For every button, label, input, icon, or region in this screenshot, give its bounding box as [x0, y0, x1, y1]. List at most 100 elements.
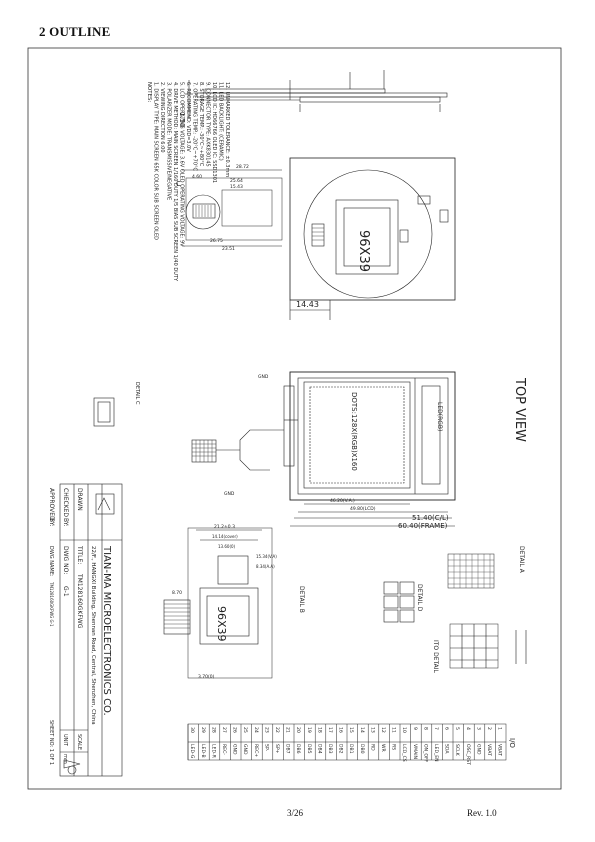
dim-13-60: 13.60(0)	[218, 544, 236, 549]
dim-8-34: 8.34(A.A)	[256, 564, 275, 569]
pin-number: 8	[422, 727, 428, 730]
dim-15-43: 15.43	[230, 184, 243, 190]
pin-number: 29	[200, 727, 206, 733]
pin-name: ON_OFF	[422, 744, 428, 763]
pin-name: SDA	[444, 744, 450, 754]
pin-number: 5	[454, 727, 460, 730]
pin-name: SCLK	[454, 744, 460, 757]
dim-23-51: 23.51	[222, 246, 235, 252]
pin-number: 7	[433, 727, 439, 730]
pin-name: WR	[380, 744, 386, 753]
dwg-no-label: DWG NO:	[62, 546, 69, 574]
pin-name: LED-G	[189, 744, 195, 759]
note-line: 12. UNMARKED TOLERANCE: ±0.3mm	[224, 82, 230, 177]
dwg-name-value: TM128160GKFWG G-1	[49, 581, 54, 627]
pin-number: 14	[359, 727, 365, 733]
pin-number: 15	[348, 727, 354, 733]
dim-14-14: 14.14(cover)	[212, 534, 238, 539]
title-block: TIAN-MA MICROELECTRONICS CO. 22/F., HANG…	[48, 483, 123, 777]
dim-26-75: 26.75	[210, 238, 223, 244]
detail-a-title: DETAIL A	[518, 546, 525, 574]
detail-c-callout: C	[176, 180, 181, 188]
pin-number: 11	[391, 727, 397, 733]
pin-name: LCD_CS	[401, 744, 407, 762]
pin-number: 24	[253, 727, 259, 733]
pin-number: 3	[475, 727, 481, 730]
pin-name: LED-R	[210, 744, 216, 759]
gnd-label: GND	[258, 374, 269, 380]
revision: Rev. 1.0	[467, 808, 497, 818]
led-label: LED(RGB)	[436, 402, 443, 431]
approved-by: BY:	[48, 518, 55, 527]
pin-number: 30	[189, 727, 195, 733]
dwg-name-label: DWG NAME:	[48, 546, 54, 577]
note-line: 6. RECOMMEND: VDD=3.0V	[185, 82, 191, 152]
detail-c-title: DETAIL C	[134, 382, 140, 405]
dim-8-70: 8.70	[172, 590, 182, 596]
pin-number: 28	[210, 727, 216, 733]
pin-name: DB3	[327, 744, 333, 754]
company-address: 22/F., HANGXI Building, Shennan Road, Ce…	[90, 546, 96, 725]
pin-number: 2	[486, 727, 492, 730]
detail-d: DETAIL D	[383, 581, 423, 623]
pin-number: 18	[316, 727, 322, 733]
dim-14-43: 14.43	[296, 300, 319, 309]
pin-number: 22	[274, 727, 280, 733]
pin-name: DB7	[285, 744, 291, 754]
pin-name: SP+	[274, 744, 280, 754]
top-view: TOP VIEW DOTS:128X(RGB)X160 LED(RGB) GND…	[191, 371, 527, 530]
pin-number: 10	[401, 727, 407, 733]
pin-name: DB6	[295, 744, 301, 754]
gnd-label-2: GND	[224, 491, 235, 497]
pin-name: DB4	[316, 744, 322, 754]
pin-table-header: I/O	[508, 738, 516, 748]
notes-title: NOTES:	[146, 82, 152, 102]
note-line: 10. LCD IC: HD66766 OLED IC: SSD1301	[211, 82, 217, 183]
title-label: TITLE:	[76, 545, 83, 564]
dim-51-40: 51.40(C/L)	[412, 514, 449, 522]
note-line: 7. OPERATING TEMP.: -20°C~+70°C	[192, 82, 198, 172]
unit-label: UNIT	[62, 734, 68, 747]
note-line: 9. CONNECTOR TYPE: AXK830145	[205, 82, 211, 167]
sheet-number: SHEET NO: 1 OF 1	[48, 720, 54, 765]
detail-b: 21.2±0.3 14.14(cover) 13.60(0) 15.34(V.A…	[163, 524, 305, 680]
pin-number: 27	[221, 727, 227, 733]
note-line: 3. POLARIZER MODE: TRANSMISSIVE/NEGATIVE	[166, 82, 172, 200]
pin-name: VBAT	[497, 744, 503, 756]
note-line: 2. VIEWING DIRECTION 6:00	[159, 82, 165, 153]
back-view: 14.43 96X39	[289, 157, 456, 320]
checked-label: CHECKED	[62, 488, 69, 517]
pin-name: REC-	[221, 744, 227, 755]
pin-number: 23	[263, 727, 269, 733]
pin-name: LED-B	[200, 744, 206, 758]
main-screen-label: DOTS:128X(RGB)X160	[350, 392, 358, 471]
pin-number: 12	[380, 727, 386, 733]
dim-side-thickness: 1.50	[178, 112, 186, 128]
pin-name: GND	[232, 744, 238, 755]
note-line: 11. LED BACKLIGHT: (CERAMIC)	[218, 82, 224, 161]
company-name: TIAN-MA MICROELECTRONICS CO.	[101, 545, 112, 716]
pin-name: DB0	[359, 744, 365, 754]
pin-name: VMAIN	[412, 744, 418, 759]
detail-c: C 28.72 25.64 15.43 4.60 26.75 23.51	[176, 164, 283, 252]
dim-25-64: 25.64	[230, 178, 243, 184]
dim-4-60: 4.60	[192, 174, 202, 180]
drawn-label: DRAWN	[76, 488, 83, 511]
pin-name: OSC_RST	[465, 744, 471, 765]
note-line: 8. STORAGE TEMP.: -30°C~+80°C	[198, 82, 204, 167]
pin-number: 16	[338, 727, 344, 733]
pin-name: DB2	[338, 744, 344, 754]
pin-number: 19	[306, 727, 312, 733]
note-line: 1. DISPLAY TYPE: MAIN SCREEN 65K COLOR S…	[153, 82, 159, 240]
pin-name: REC+	[253, 744, 259, 757]
pin-number: 6	[444, 727, 450, 730]
pin-table: 1VBAT2VBAT3GND4OSC_RST5SCLK6SDA7LED_EN8O…	[187, 723, 516, 765]
dim-28-72: 28.72	[236, 164, 249, 170]
ito-detail: ITO DETAIL	[432, 623, 527, 674]
pin-number: 4	[465, 727, 471, 730]
dim-21-2: 21.2±0.3	[214, 524, 235, 530]
detail-a: DETAIL A	[447, 546, 525, 589]
pin-name: SP-	[263, 744, 269, 752]
pin-name: DB1	[348, 744, 354, 754]
